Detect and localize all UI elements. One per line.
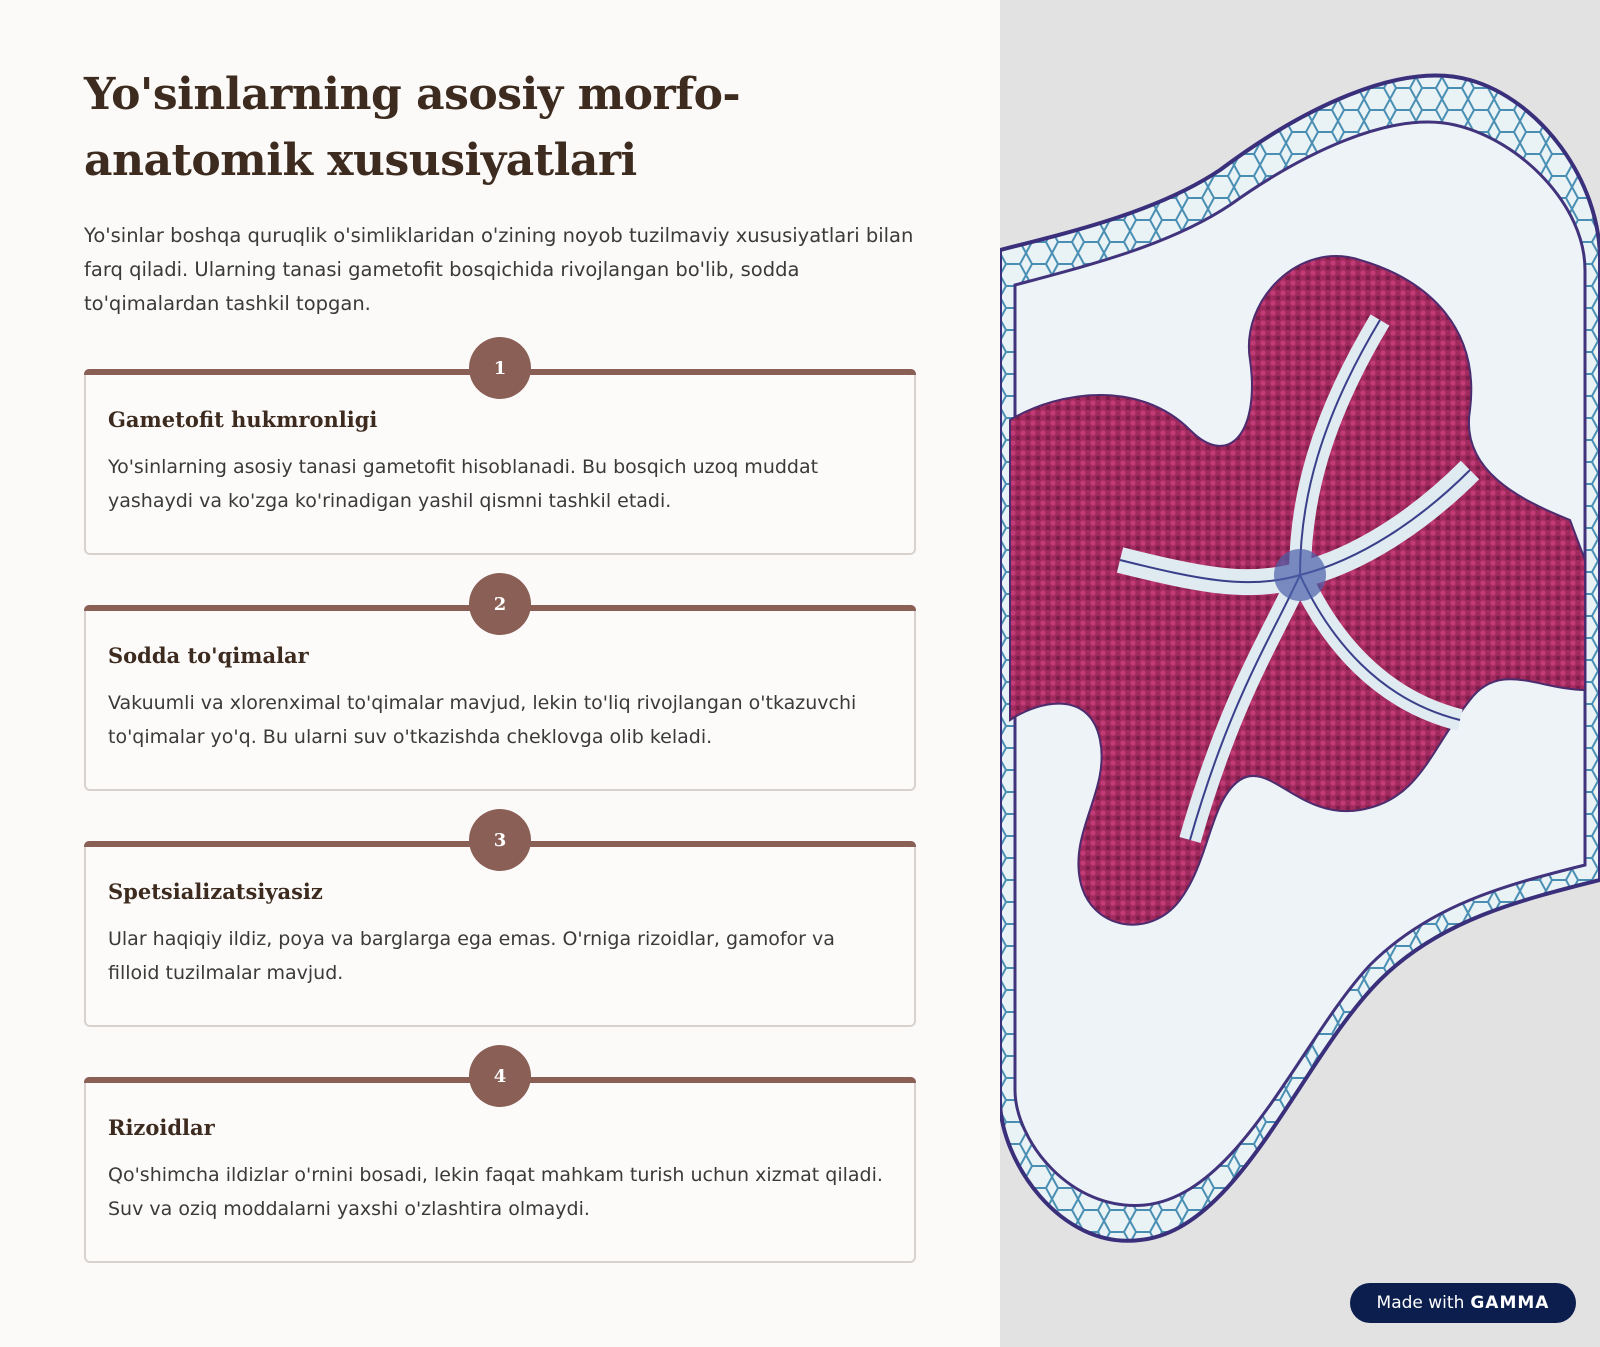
microscope-image-panel bbox=[1000, 0, 1600, 1347]
badge-prefix: Made with bbox=[1376, 1293, 1465, 1313]
gamma-logo: GAMMA bbox=[1470, 1293, 1550, 1313]
step-heading: Rizoidlar bbox=[108, 1115, 215, 1140]
page-title: Yo'sinlarning asosiy morfo-anatomik xusu… bbox=[84, 69, 741, 186]
step-heading: Gametofit hukmronligi bbox=[108, 407, 378, 432]
step-heading: Spetsializatsiyasiz bbox=[108, 879, 323, 904]
moss-cross-section-image bbox=[1000, 73, 1600, 1243]
step-number-badge: 1 bbox=[469, 337, 531, 399]
step-text: Yo'sinlarning asosiy tanasi gametofit hi… bbox=[108, 456, 819, 512]
step-text: Ular haqiqiy ildiz, poya va barglarga eg… bbox=[108, 928, 835, 984]
step-number-badge: 4 bbox=[469, 1045, 531, 1107]
made-with-gamma-badge[interactable]: Made with GAMMA bbox=[1350, 1283, 1576, 1323]
step-heading: Sodda to'qimalar bbox=[108, 643, 309, 668]
step-card-body bbox=[84, 1083, 916, 1263]
step-card-body bbox=[84, 611, 916, 791]
intro-paragraph: Yo'sinlar boshqa quruqlik o'simliklarida… bbox=[84, 224, 914, 315]
step-card-body bbox=[84, 847, 916, 1027]
step-number-badge: 3 bbox=[469, 809, 531, 871]
step-number-badge: 2 bbox=[469, 573, 531, 635]
content-panel: Yo'sinlarning asosiy morfo-anatomik xusu… bbox=[84, 69, 916, 1263]
step-text: Qo'shimcha ildizlar o'rnini bosadi, leki… bbox=[108, 1164, 883, 1220]
step-text: Vakuumli va xlorenximal to'qimalar mavju… bbox=[108, 692, 857, 748]
step-card-body bbox=[84, 375, 916, 555]
